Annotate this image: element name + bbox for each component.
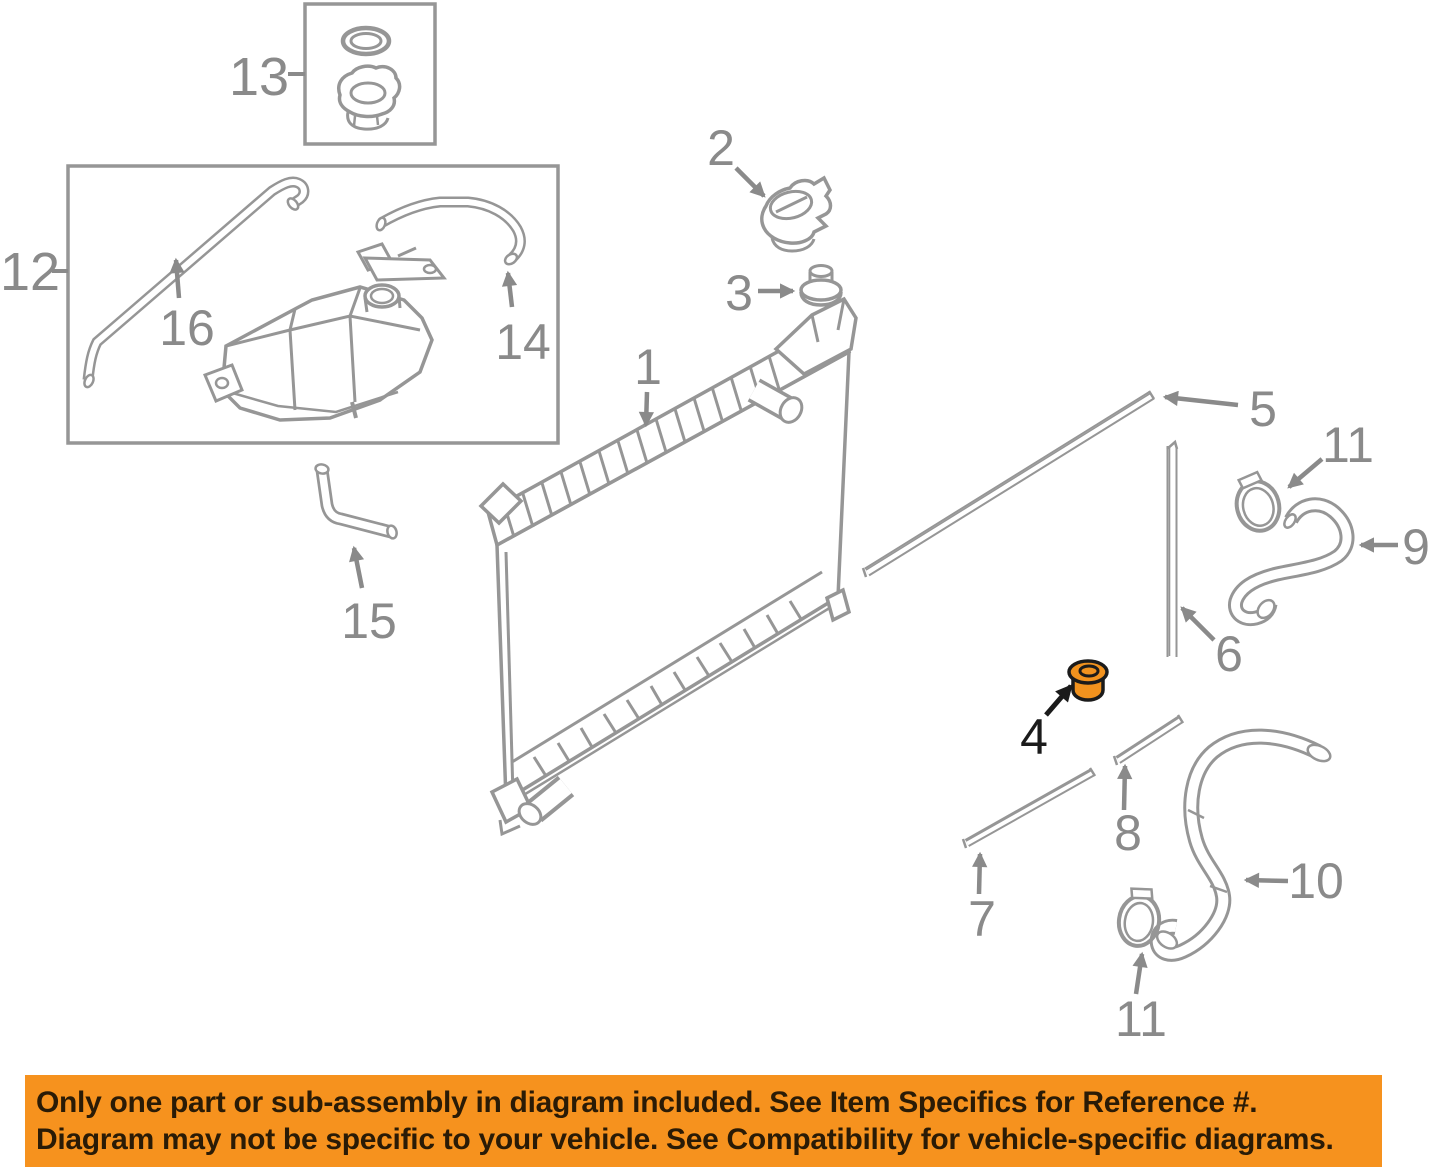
callout-3: 3 <box>725 265 753 321</box>
seal-strip-7-drawing <box>961 767 1097 849</box>
arrow-10 <box>1243 872 1289 888</box>
arrow-14 <box>501 270 518 308</box>
reservoir-tank-drawing <box>203 242 447 422</box>
diagram-canvas: 13 12 16 14 15 1 2 3 5 11 9 6 4 7 8 10 1… <box>0 2 1430 1047</box>
disclaimer-line-2: Diagram may not be specific to your vehi… <box>36 1123 1334 1156</box>
arrow-1 <box>638 391 655 428</box>
callout-15: 15 <box>341 593 397 649</box>
arrow-11-top <box>1287 457 1324 489</box>
callout-9: 9 <box>1402 519 1430 575</box>
grommet-3-drawing <box>799 264 843 307</box>
reservoir-hose-14-drawing <box>375 196 526 266</box>
seal-strip-6-drawing <box>1166 439 1179 657</box>
highlighted-grommet-4-drawing <box>1067 659 1109 702</box>
callout-11-top: 11 <box>1322 417 1374 473</box>
arrow-6 <box>1180 606 1216 642</box>
callout-4: 4 <box>1020 709 1048 765</box>
callout-11-bottom: 11 <box>1115 991 1167 1047</box>
callout-12: 12 <box>0 242 60 302</box>
seal-strip-5-drawing <box>861 390 1156 578</box>
hose-15-drawing <box>314 463 398 540</box>
callout-13: 13 <box>229 47 289 107</box>
arrow-16 <box>169 257 185 299</box>
arrow-8 <box>1117 763 1133 811</box>
radiator-cap-drawing <box>337 25 402 131</box>
callout-16: 16 <box>159 300 215 356</box>
callout-6: 6 <box>1215 626 1243 682</box>
arrow-11-bottom <box>1132 951 1148 995</box>
reservoir-hose-16-drawing <box>82 176 310 389</box>
seal-strip-8-drawing <box>1112 714 1185 766</box>
radiator-drawing <box>478 296 858 837</box>
callout-2: 2 <box>707 120 735 176</box>
arrow-2 <box>734 166 766 198</box>
callout-8: 8 <box>1114 805 1142 861</box>
callout-7: 7 <box>968 891 996 947</box>
arrow-7 <box>972 851 988 895</box>
hose-clamp-11-top-drawing <box>1234 470 1282 533</box>
arrow-4 <box>1044 684 1073 717</box>
hose-clamp-11-bottom-drawing <box>1116 887 1162 948</box>
mount-bracket-drawing <box>760 175 833 253</box>
callout-10: 10 <box>1288 853 1344 909</box>
lower-hose-10-drawing <box>1149 728 1332 962</box>
arrow-5 <box>1162 390 1239 408</box>
reservoir-box <box>66 164 560 445</box>
callout-1: 1 <box>634 339 662 395</box>
arrow-15 <box>349 545 365 589</box>
disclaimer-line-1: Only one part or sub-assembly in diagram… <box>36 1086 1258 1119</box>
callout-14: 14 <box>495 314 551 370</box>
callout-5: 5 <box>1249 381 1277 437</box>
disclaimer-banner: Only one part or sub-assembly in diagram… <box>25 1075 1382 1167</box>
upper-hose-9-drawing <box>1228 497 1355 627</box>
